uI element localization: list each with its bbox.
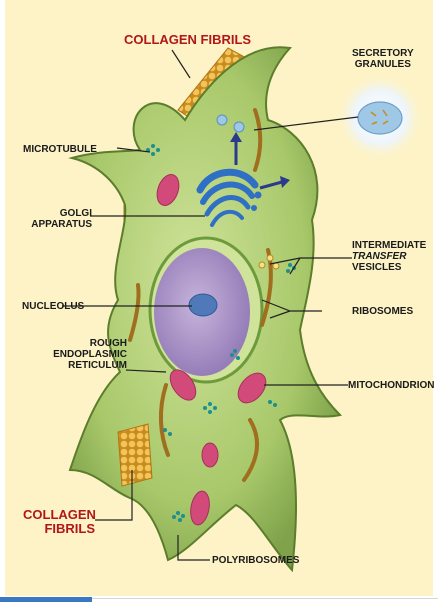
nucleolus-shape [189, 294, 217, 316]
label-polyribosomes: POLYRIBOSOMES [212, 555, 299, 566]
secretory-granule-inset [336, 73, 424, 161]
bottom-accent-bar [0, 597, 92, 602]
label-collagen-fibrils-bottom: COLLAGEN FIBRILS [23, 508, 95, 536]
label-intermediate-transfer-vesicles: INTERMEDIATE TRANSFER VESICLES [352, 240, 426, 273]
label-ribosomes: RIBOSOMES [352, 306, 413, 317]
label-nucleolus: NUCLEOLUS [22, 301, 84, 312]
label-mitochondrion: MITOCHONDRION [348, 380, 434, 391]
label-secretory-granules: SECRETORY GRANULES [352, 48, 414, 70]
nucleus [150, 238, 262, 382]
collagen-bundle-bottom [118, 424, 152, 486]
label-golgi-apparatus: GOLGI APPARATUS [19, 208, 92, 230]
label-rough-endoplasmic-reticulum: ROUGH ENDOPLASMIC RETICULUM [37, 338, 127, 371]
label-microtubule: MICROTUBULE [23, 144, 97, 155]
label-collagen-fibrils-top: COLLAGEN FIBRILS [124, 33, 251, 47]
